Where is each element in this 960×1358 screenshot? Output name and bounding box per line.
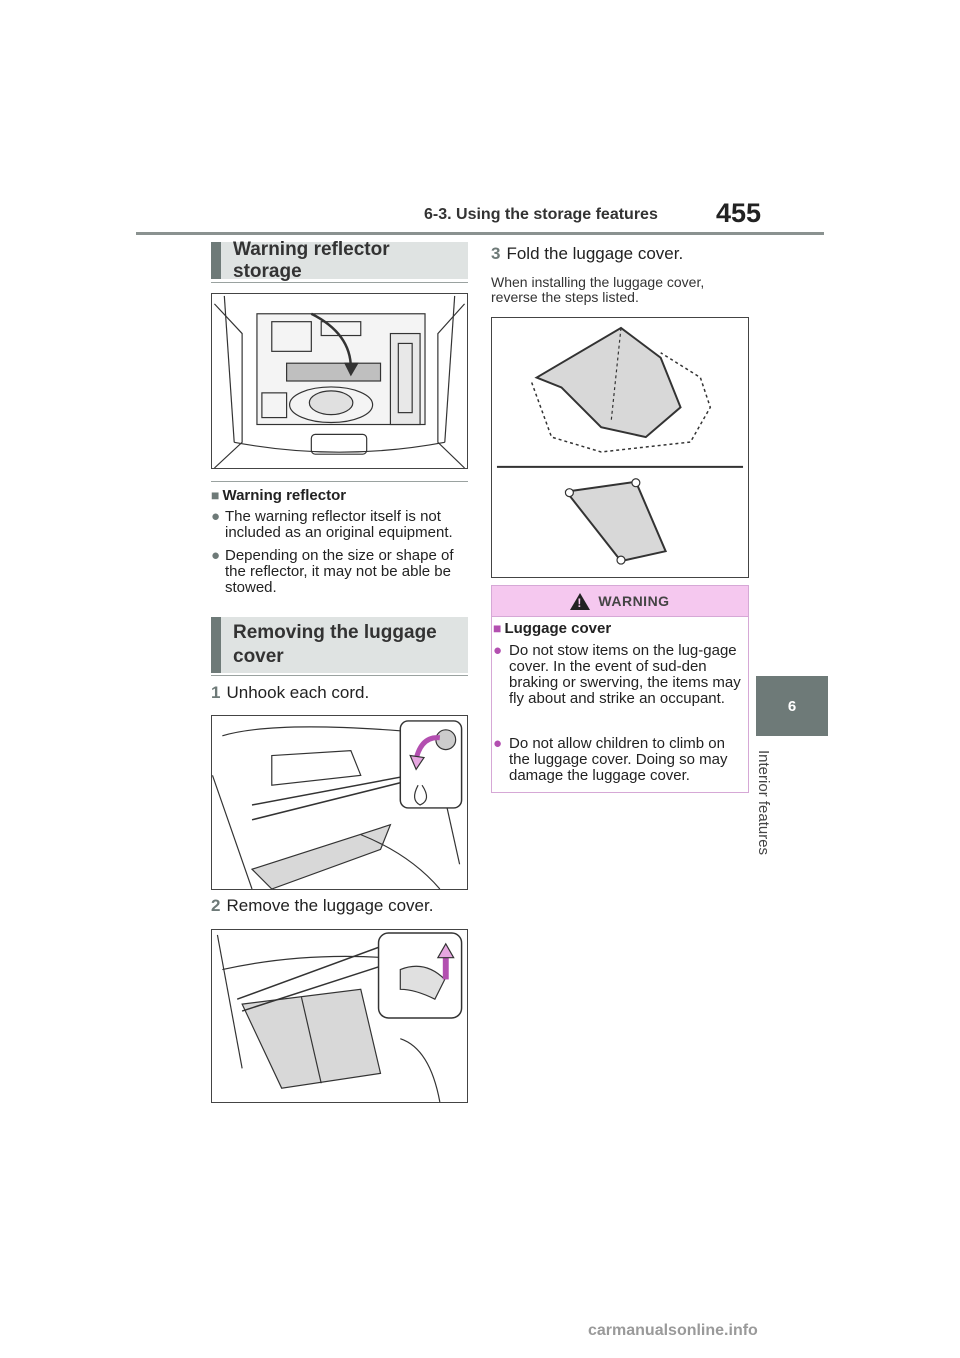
section-header-removing-luggage-cover: Removing the luggage cover [211,617,468,673]
warning-title: WARNING [598,593,670,609]
chapter-number: 6 [787,697,797,715]
bullet-text: Depending on the size or shape of the re… [225,547,454,596]
bullet-item: ●The warning reflector itself is not inc… [211,509,468,541]
circle-bullet-icon: ● [211,547,221,564]
chapter-title-vertical: Interior features [750,750,810,890]
warning-reflector-storage-figure [211,293,468,469]
remove-luggage-cover-figure [211,929,468,1103]
square-bullet-icon: ■ [493,620,502,636]
watermark: carmanualsonline.info [588,1322,758,1339]
step-1: 1 Unhook each cord. [211,683,369,703]
step-number: 2 [211,896,221,915]
page-number: 455 [716,198,762,228]
step-number: 1 [211,683,221,702]
warning-header: WARNING [492,586,748,617]
section-title: Warning reflector storage [233,238,390,282]
warning-triangle-icon [570,592,591,610]
install-note: When installing the luggage cover, rever… [491,274,705,305]
warning-bullet-item: ● Do not allow children to climb on the l… [493,736,747,784]
step-3: 3 Fold the luggage cover. [491,244,683,264]
section-title-line1: Removing the luggage [233,622,437,643]
step-text: Remove the luggage cover. [226,896,434,915]
circle-bullet-icon: ● [211,508,221,525]
bullet-item: ●Depending on the size or shape of the r… [211,548,468,596]
chapter-title: Interior features [755,750,772,856]
warning-bullet-text: Do not allow children to climb on the lu… [509,735,728,784]
step-text: Fold the luggage cover. [506,244,684,263]
step-2: 2 Remove the luggage cover. [211,896,433,916]
square-bullet-icon: ■ [211,487,220,503]
header-rule [136,232,824,235]
section-header-warning-reflector: Warning reflector storage [211,239,468,282]
warning-subheading: ■Luggage cover [493,620,611,637]
section-title-line2: cover [233,646,284,667]
header-section-title: 6-3. Using the storage features [424,206,658,223]
section-rule [211,675,468,676]
circle-bullet-icon: ● [493,735,503,752]
chapter-tab: 6 [756,676,828,736]
unhook-cord-figure [211,715,468,890]
bullet-text: The warning reflector itself is not incl… [225,508,453,541]
warning-subheading-text: Luggage cover [504,620,612,637]
step-number: 3 [491,244,501,263]
step-text: Unhook each cord. [226,683,370,702]
subheading-text: Warning reflector [222,487,347,504]
warning-bullet-text: Do not stow items on the lug-gage cover.… [509,642,741,707]
circle-bullet-icon: ● [493,642,503,659]
figure-rule [211,481,468,482]
section-rule [211,282,468,283]
subheading-warning-reflector: ■Warning reflector [211,487,346,504]
warning-box: WARNING ■Luggage cover ● Do not stow item… [491,585,749,793]
warning-bullet-item: ● Do not stow items on the lug-gage cover… [493,643,747,707]
fold-luggage-cover-figure [491,317,749,578]
